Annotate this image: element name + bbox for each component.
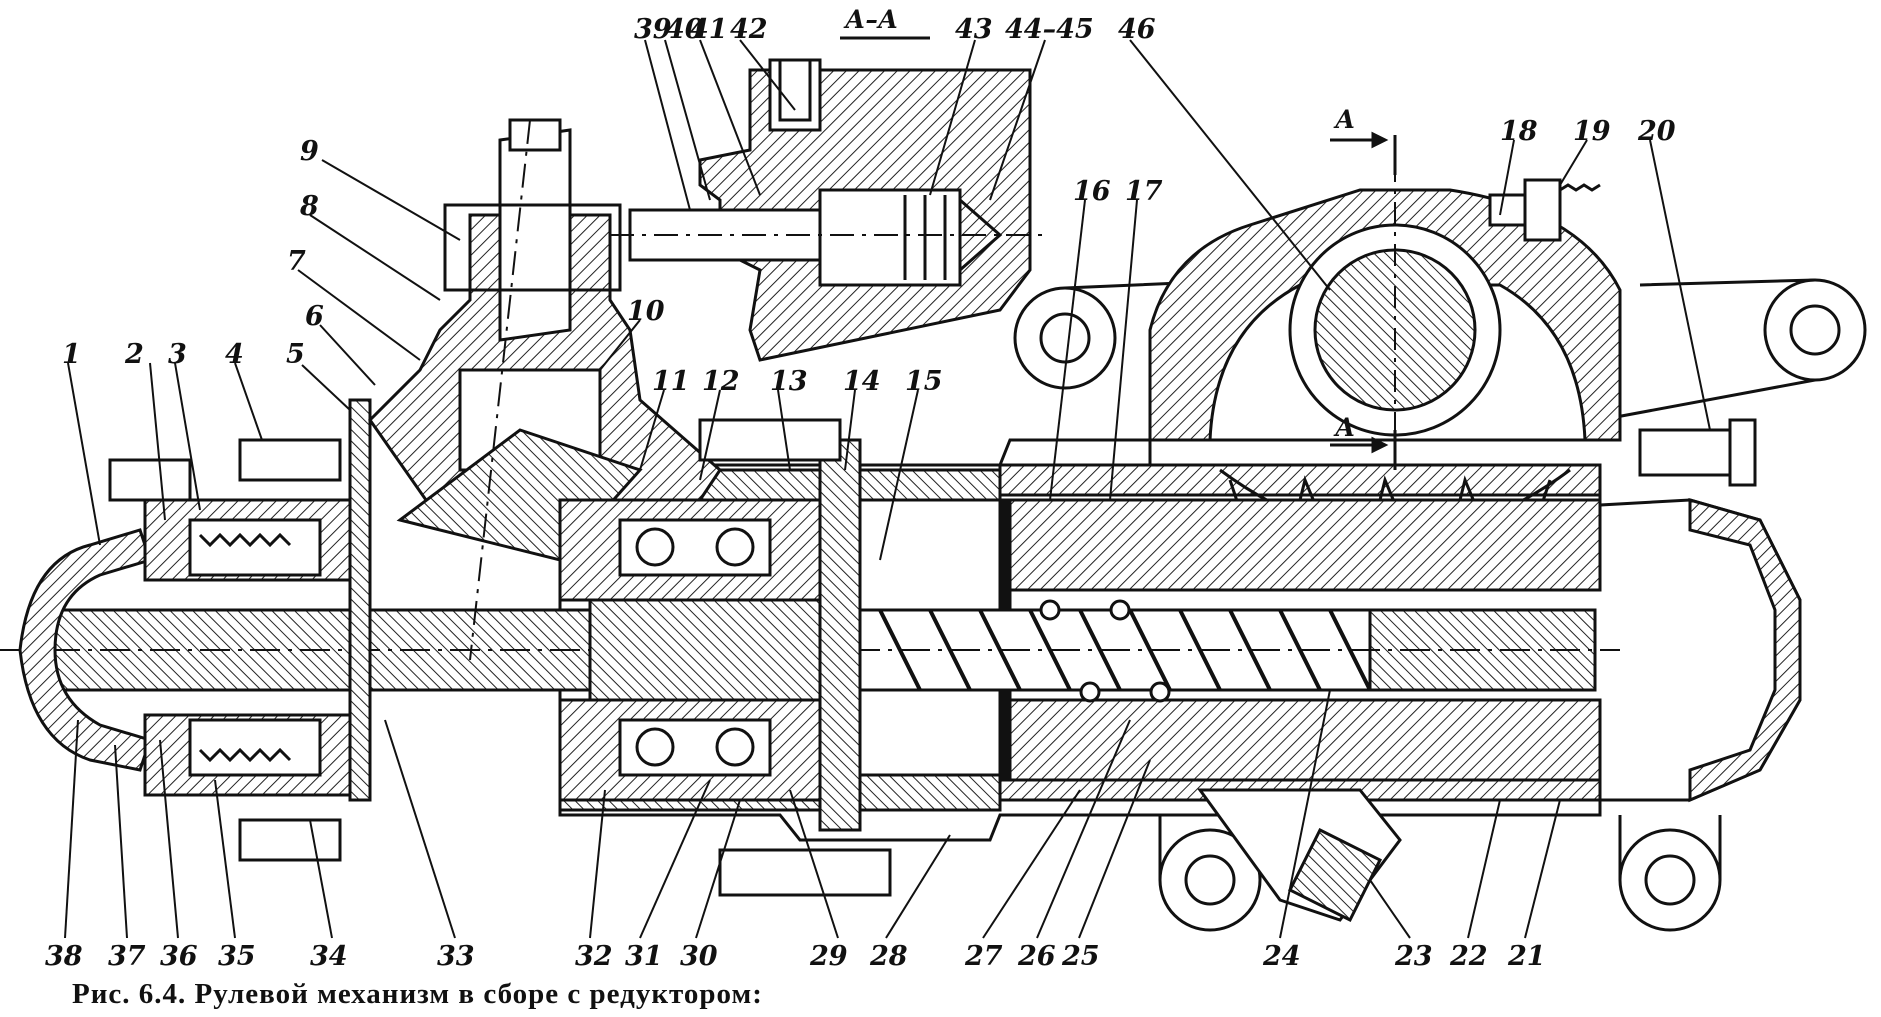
callout-17: 17	[1125, 176, 1163, 207]
callout-15: 15	[905, 366, 943, 397]
callout-21: 21	[1507, 941, 1546, 972]
callout-9: 9	[300, 136, 319, 167]
callout-19: 19	[1573, 116, 1611, 147]
section-mark-bottom: А	[1333, 413, 1355, 442]
callout-24: 24	[1262, 941, 1301, 972]
figure-caption: Рис. 6.4. Рулевой механизм в сборе с ред…	[72, 978, 763, 1010]
callout-7: 7	[287, 246, 306, 277]
callout-38: 38	[45, 941, 83, 972]
section-mark-top: А	[1333, 105, 1355, 134]
callout-23: 23	[1394, 941, 1433, 972]
callout-6: 6	[305, 301, 324, 332]
callouts-top: 9 8 7 6 5 4 3 2 1 10 11 12 13 14 15 39 4…	[62, 14, 1676, 397]
leader-lines	[64, 39, 1711, 939]
callout-27: 27	[964, 941, 1003, 972]
callout-33: 33	[437, 941, 475, 972]
callout-3: 3	[168, 339, 187, 370]
callout-35: 35	[218, 941, 256, 972]
callout-32: 32	[575, 941, 613, 972]
callout-31: 31	[625, 941, 663, 972]
section-a-a	[610, 58, 1050, 362]
callout-46: 46	[1118, 14, 1156, 45]
callout-40: 40	[666, 14, 704, 45]
callout-36: 36	[160, 941, 198, 972]
callout-14: 14	[843, 366, 881, 397]
callout-12: 12	[702, 366, 740, 397]
callout-41: 41	[690, 14, 728, 45]
callout-18: 18	[1500, 116, 1538, 147]
callouts-bottom: 38 37 36 35 34 33 32 31 30 29 28 27 26 2…	[45, 941, 1546, 972]
callout-25: 25	[1061, 941, 1100, 972]
callout-10: 10	[627, 296, 665, 327]
bearing-assembly	[558, 418, 892, 897]
left-cover	[18, 398, 372, 862]
section-title: А–А	[843, 5, 898, 34]
callout-42: 42	[730, 14, 768, 45]
callout-13: 13	[770, 366, 808, 397]
callout-37: 37	[108, 941, 146, 972]
bolts	[778, 58, 1757, 487]
callout-39: 39	[634, 14, 672, 45]
callout-29: 29	[809, 941, 848, 972]
callout-30: 30	[680, 941, 718, 972]
callout-4: 4	[225, 339, 244, 370]
callout-44-45: 44–45	[1005, 14, 1094, 45]
callout-20: 20	[1637, 116, 1676, 147]
section-cut-marks: А А	[1330, 105, 1397, 470]
sector-gear-housing	[1148, 160, 1622, 542]
callout-2: 2	[124, 339, 144, 370]
callout-11: 11	[652, 366, 690, 397]
plug-23	[1197, 788, 1402, 923]
callout-16: 16	[1073, 176, 1111, 207]
callout-26: 26	[1017, 941, 1056, 972]
callout-43: 43	[955, 14, 993, 45]
callout-5: 5	[286, 339, 305, 370]
callout-34: 34	[310, 941, 348, 972]
reducer-housing	[368, 118, 722, 661]
callout-28: 28	[869, 941, 908, 972]
callout-8: 8	[299, 191, 319, 222]
callout-22: 22	[1449, 941, 1488, 972]
callout-1: 1	[62, 339, 81, 370]
